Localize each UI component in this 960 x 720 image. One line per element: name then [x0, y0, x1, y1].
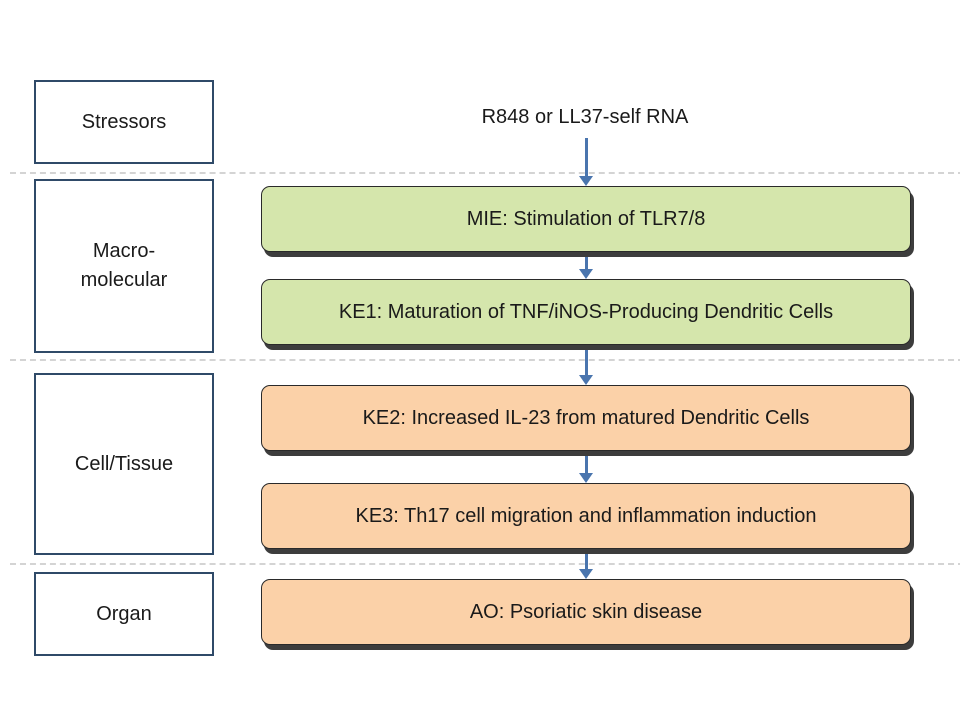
event-ke2-label: KE2: Increased IL-23 from matured Dendri… — [362, 406, 810, 429]
arrowhead — [579, 375, 593, 385]
arrowhead — [579, 269, 593, 279]
event-mie-label: MIE: Stimulation of TLR7/8 — [466, 207, 706, 230]
arrow-ke3-to-ao — [579, 550, 593, 579]
level-macromolecular-label: Macro- molecular — [80, 240, 168, 291]
divider-cell-organ — [10, 563, 960, 565]
arrow-ke2-to-ke3 — [579, 452, 593, 483]
arrow-mie-to-ke1 — [579, 252, 593, 279]
event-ke3-label: KE3: Th17 cell migration and inflammatio… — [355, 504, 817, 527]
level-cell-tissue-label: Cell/Tissue — [74, 452, 174, 475]
event-ke1-label: KE1: Maturation of TNF/iNOS-Producing De… — [338, 300, 834, 323]
level-organ-label: Organ — [96, 602, 152, 625]
event-mie: MIE: Stimulation of TLR7/8 — [261, 186, 911, 252]
level-stressors-label: Stressors — [81, 110, 167, 133]
event-ao-label: AO: Psoriatic skin disease — [469, 600, 703, 623]
stressor-label: R848 or LL37-self RNA — [481, 106, 689, 128]
level-macromolecular: Macro- molecular — [34, 179, 214, 353]
event-ke1: KE1: Maturation of TNF/iNOS-Producing De… — [261, 279, 911, 345]
arrowhead — [579, 176, 593, 186]
event-ao: AO: Psoriatic skin disease — [261, 579, 911, 645]
divider-macromolecular-cell — [10, 359, 960, 361]
arrow-stressor-to-mie — [579, 138, 593, 186]
event-ke2: KE2: Increased IL-23 from matured Dendri… — [261, 385, 911, 451]
arrowhead — [579, 473, 593, 483]
arrow-ke1-to-ke2 — [579, 345, 593, 385]
arrowhead — [579, 569, 593, 579]
level-cell-tissue: Cell/Tissue — [34, 373, 214, 555]
divider-stressors-macromolecular — [10, 172, 960, 174]
event-ke3: KE3: Th17 cell migration and inflammatio… — [261, 483, 911, 549]
level-stressors: Stressors — [34, 80, 214, 164]
level-organ: Organ — [34, 572, 214, 656]
